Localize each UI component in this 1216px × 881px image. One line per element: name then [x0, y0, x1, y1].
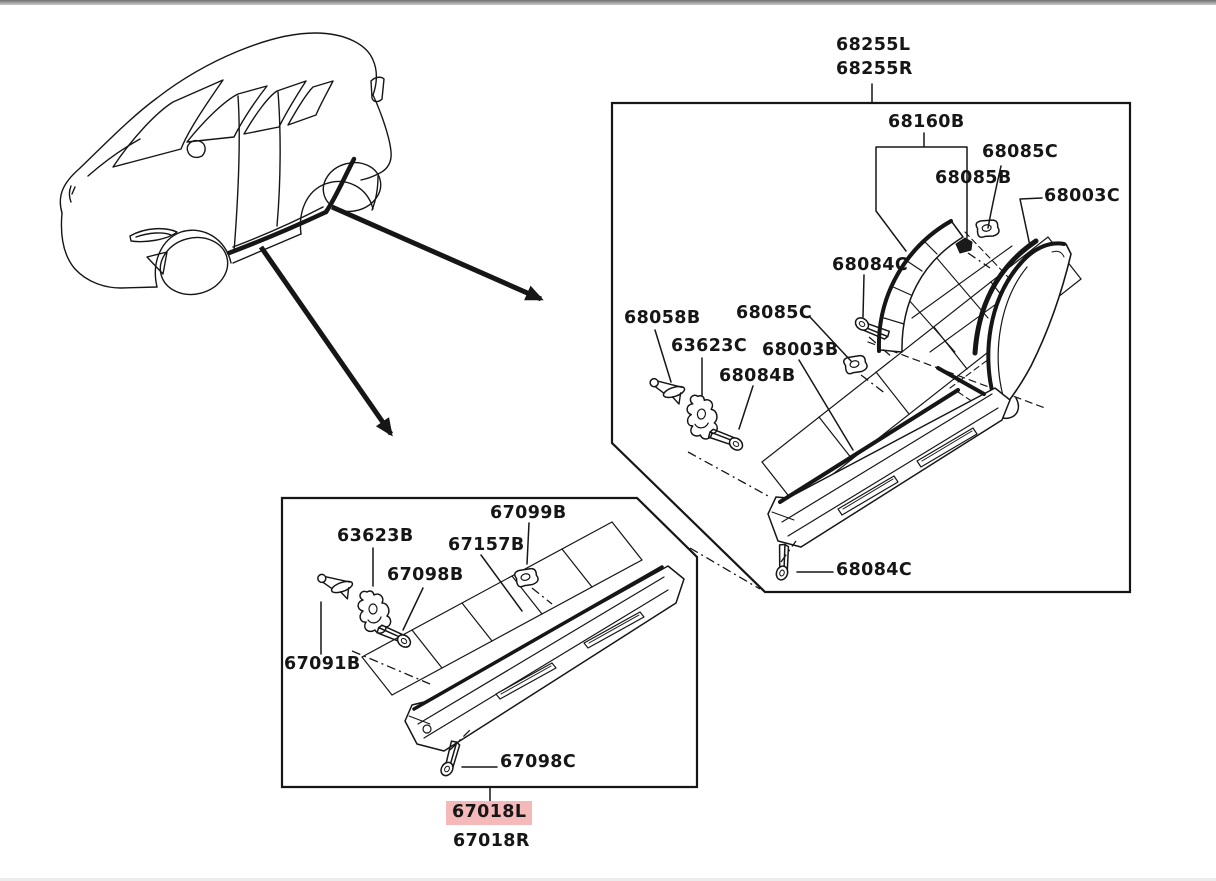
- front-assembly-box: [280, 496, 699, 789]
- part-label-67099B[interactable]: 67099B: [490, 503, 567, 523]
- part-label-68084C-top[interactable]: 68084C: [832, 255, 909, 275]
- quarter-arch-garnish-68003C: [957, 241, 1072, 421]
- quarter-window: [370, 76, 385, 103]
- rear-assembly-box: [610, 101, 1132, 594]
- part-label-68085C-top[interactable]: 68085C: [982, 142, 1059, 162]
- clip-icon-67091B: [315, 564, 358, 607]
- front-door-molding-assembly: [315, 521, 685, 779]
- part-label-67098C[interactable]: 67098C: [500, 752, 577, 772]
- rear-wheel: [322, 161, 382, 213]
- part-label-67018L[interactable]: 67018L: [446, 801, 533, 825]
- detail-boxes: [280, 101, 1132, 789]
- part-label-67098B[interactable]: 67098B: [387, 565, 464, 585]
- part-label-67018R[interactable]: 67018R: [453, 831, 530, 851]
- part-label-68084B[interactable]: 68084B: [719, 366, 796, 386]
- vehicle-thumbnail: [59, 32, 392, 296]
- fog-lamp: [146, 251, 168, 275]
- windshield: [112, 79, 224, 168]
- arrow-to-rear-assembly: [330, 204, 544, 302]
- part-label-63623B[interactable]: 63623B: [337, 526, 414, 546]
- part-label-68003B[interactable]: 68003B: [762, 340, 839, 360]
- part-label-67091B[interactable]: 67091B: [284, 654, 361, 674]
- part-label-68084C-bot[interactable]: 68084C: [836, 560, 913, 580]
- door-mirror: [186, 139, 206, 159]
- part-label-68003C[interactable]: 68003C: [1044, 186, 1121, 206]
- leader-lines: [320, 83, 1043, 802]
- arrow-to-front-assembly: [258, 245, 394, 437]
- part-label-68255R[interactable]: 68255R: [836, 59, 913, 79]
- clip-icon-67099B: [513, 565, 540, 590]
- front-wheel-arch: [154, 229, 232, 288]
- front-wheel: [159, 236, 229, 296]
- part-label-68160B[interactable]: 68160B: [888, 112, 965, 132]
- car-sill-molding-highlight: [226, 209, 329, 256]
- rear-wheel-arch: [299, 180, 374, 235]
- front-door-panel-grid: [361, 521, 643, 696]
- location-arrows: [258, 204, 544, 437]
- part-label-68085C-mid[interactable]: 68085C: [736, 303, 813, 323]
- side-window-front: [186, 85, 268, 143]
- part-label-68058B[interactable]: 68058B: [624, 308, 701, 328]
- side-window-middle: [243, 80, 307, 135]
- part-label-68085B[interactable]: 68085B: [935, 168, 1012, 188]
- part-label-68255L[interactable]: 68255L: [836, 35, 911, 55]
- car-body-outline: [59, 32, 378, 214]
- rear-molding-assembly: [648, 217, 1082, 583]
- center-lines: [351, 252, 991, 751]
- screw-icon-68084C-bot: [768, 542, 797, 583]
- headlight: [129, 227, 178, 243]
- part-label-67157B[interactable]: 67157B: [448, 535, 525, 555]
- part-label-63623C[interactable]: 63623C: [671, 336, 748, 356]
- bottom-divider-bar: [0, 878, 1216, 881]
- car-arch-molding-highlight: [323, 156, 357, 215]
- top-divider-bar: [0, 0, 1216, 5]
- window-molding-right-strip: [972, 238, 1039, 356]
- front-door-molding-strip-67018: [404, 565, 685, 752]
- rear-sill-garnish-strip: [767, 366, 1011, 548]
- window-molding-left-68160B: [876, 219, 964, 353]
- side-window-rear: [287, 80, 334, 126]
